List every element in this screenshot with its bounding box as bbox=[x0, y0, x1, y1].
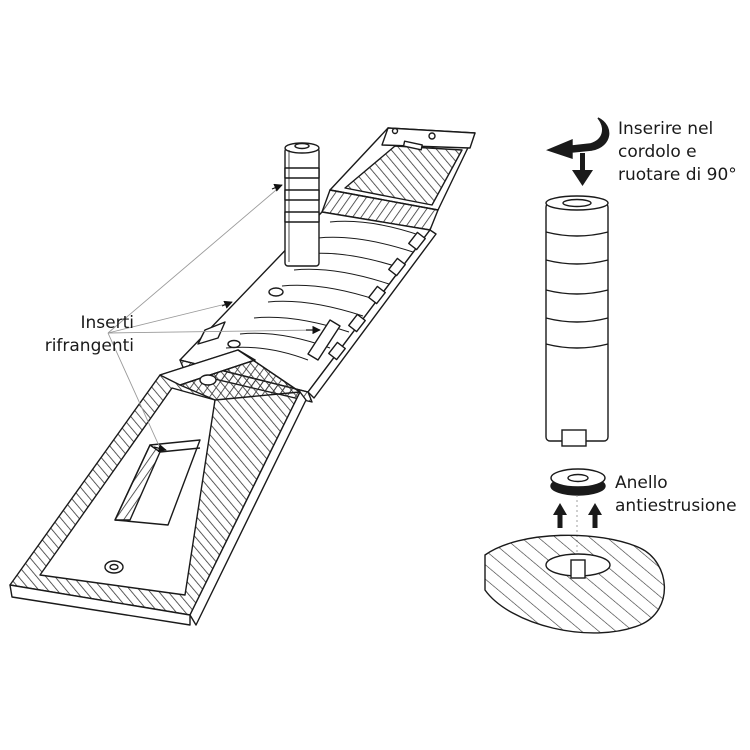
reflective-inserts-label: Inserti rifrangenti bbox=[30, 312, 134, 358]
reflective-inserts-arrows bbox=[153, 183, 321, 453]
bollard-on-curb bbox=[284, 142, 320, 267]
bollard bbox=[545, 195, 609, 447]
down-arrow-icon bbox=[572, 153, 593, 186]
reflective-inserts-label-line-1: Inserti bbox=[80, 313, 134, 333]
anti-extrusion-ring-label: Anello antiestrusione bbox=[615, 472, 737, 518]
up-arrow-icon bbox=[553, 503, 602, 528]
bollard-installation bbox=[484, 117, 666, 634]
curb-end-piece-back bbox=[321, 127, 476, 231]
curb-section bbox=[484, 534, 666, 634]
ring-label-line-1: Anello bbox=[615, 473, 668, 493]
insert-instruction-label: Inserire nel cordolo e ruotare di 90° bbox=[618, 118, 737, 187]
rotation-arrow-icon bbox=[546, 117, 610, 159]
anti-extrusion-ring bbox=[550, 468, 606, 496]
curb-end-piece-front bbox=[9, 349, 307, 626]
reflective-inserts-label-line-2: rifrangenti bbox=[44, 336, 134, 356]
curb-assembly bbox=[9, 127, 476, 626]
reflective-inserts-leaders bbox=[107, 184, 319, 449]
insert-instruction-line-3: ruotare di 90° bbox=[618, 165, 737, 185]
ring-label-line-2: antiestrusione bbox=[615, 496, 737, 516]
insert-instruction-line-1: Inserire nel bbox=[618, 119, 714, 139]
insert-instruction-line-2: cordolo e bbox=[618, 142, 697, 162]
